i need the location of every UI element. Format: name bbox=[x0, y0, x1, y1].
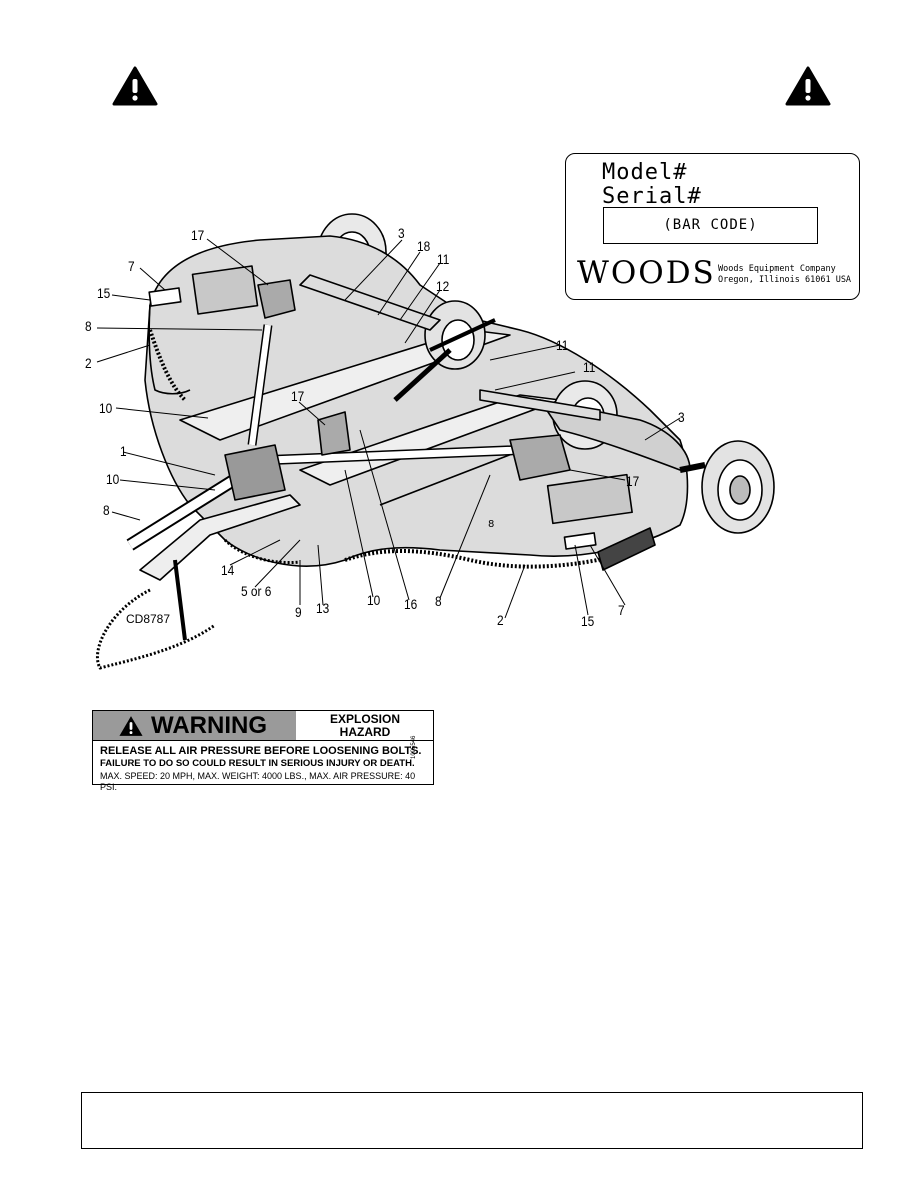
callout-11c: 11 bbox=[583, 359, 596, 375]
callout-5-or-6: 5 or 6 bbox=[241, 583, 272, 599]
callout-3a: 3 bbox=[398, 225, 405, 241]
callout-13: 13 bbox=[316, 600, 330, 616]
callout-10c: 10 bbox=[367, 592, 381, 608]
callout-9: 9 bbox=[295, 604, 302, 620]
warning-word: WARNING bbox=[151, 712, 267, 739]
footer-box bbox=[81, 1092, 863, 1149]
callout-1: 1 bbox=[120, 443, 127, 459]
callout-10a: 10 bbox=[99, 400, 113, 416]
callout-10b: 10 bbox=[106, 471, 120, 487]
callout-14: 14 bbox=[221, 562, 235, 578]
svg-text:8: 8 bbox=[488, 519, 494, 530]
callout-15a: 15 bbox=[97, 285, 111, 301]
callout-15b: 15 bbox=[581, 613, 595, 629]
callout-11a: 11 bbox=[437, 251, 450, 267]
callout-11b: 11 bbox=[556, 337, 569, 353]
callout-17a: 17 bbox=[191, 227, 205, 243]
decal-instruction: RELEASE ALL AIR PRESSURE BEFORE LOOSENIN… bbox=[100, 745, 422, 757]
safety-alert-icon-left bbox=[112, 66, 158, 106]
callout-8a: 8 bbox=[85, 318, 92, 334]
company-line-1: Woods Equipment Company bbox=[718, 264, 836, 274]
warning-decal: WARNING EXPLOSION HAZARD RELEASE ALL AIR… bbox=[92, 710, 434, 792]
model-label: Model# bbox=[602, 160, 688, 185]
warning-triangle-icon bbox=[119, 716, 143, 736]
right-tail-wheel bbox=[701, 440, 775, 534]
brand-logo: WOODS bbox=[577, 255, 716, 291]
hazard-line-1: EXPLOSION bbox=[329, 712, 400, 726]
barcode-box: (BAR CODE) bbox=[603, 207, 818, 244]
decal-ratings: MAX. SPEED: 20 MPH, MAX. WEIGHT: 4000 LB… bbox=[100, 771, 416, 792]
decal-divider bbox=[93, 740, 433, 741]
callout-8c: 8 bbox=[435, 593, 442, 609]
company-line-2: Oregon, Illinois 61061 USA bbox=[718, 275, 852, 285]
company-address: Woods Equipment Company Oregon, Illinois… bbox=[718, 264, 851, 286]
callout-7b: 7 bbox=[618, 602, 625, 618]
callout-17c: 17 bbox=[626, 473, 640, 489]
callout-16: 16 bbox=[404, 596, 418, 612]
serial-label: Serial# bbox=[602, 184, 702, 209]
safety-alert-icon-right bbox=[785, 66, 831, 106]
callout-18: 18 bbox=[417, 238, 431, 254]
callout-8b: 8 bbox=[103, 502, 110, 518]
callout-12: 12 bbox=[436, 278, 450, 294]
serial-number-plate: Model# Serial# (BAR CODE) WOODS Woods Eq… bbox=[565, 153, 860, 300]
callout-17b: 17 bbox=[291, 388, 305, 404]
center-wheel bbox=[424, 300, 486, 370]
callout-3b: 3 bbox=[678, 409, 685, 425]
callout-2b: 2 bbox=[497, 612, 504, 628]
drawing-id: CD8787 bbox=[126, 612, 171, 626]
warning-header: WARNING bbox=[93, 711, 296, 740]
callout-2a: 2 bbox=[85, 355, 92, 371]
mower-diagram: 8 bbox=[95, 213, 775, 670]
decal-consequence: FAILURE TO DO SO COULD RESULT IN SERIOUS… bbox=[100, 758, 415, 769]
callout-7a: 7 bbox=[128, 258, 135, 274]
hazard-line-2: HAZARD bbox=[339, 725, 391, 739]
hazard-type: EXPLOSION HAZARD bbox=[296, 711, 434, 740]
decal-part-number: 1005546 bbox=[411, 735, 417, 759]
